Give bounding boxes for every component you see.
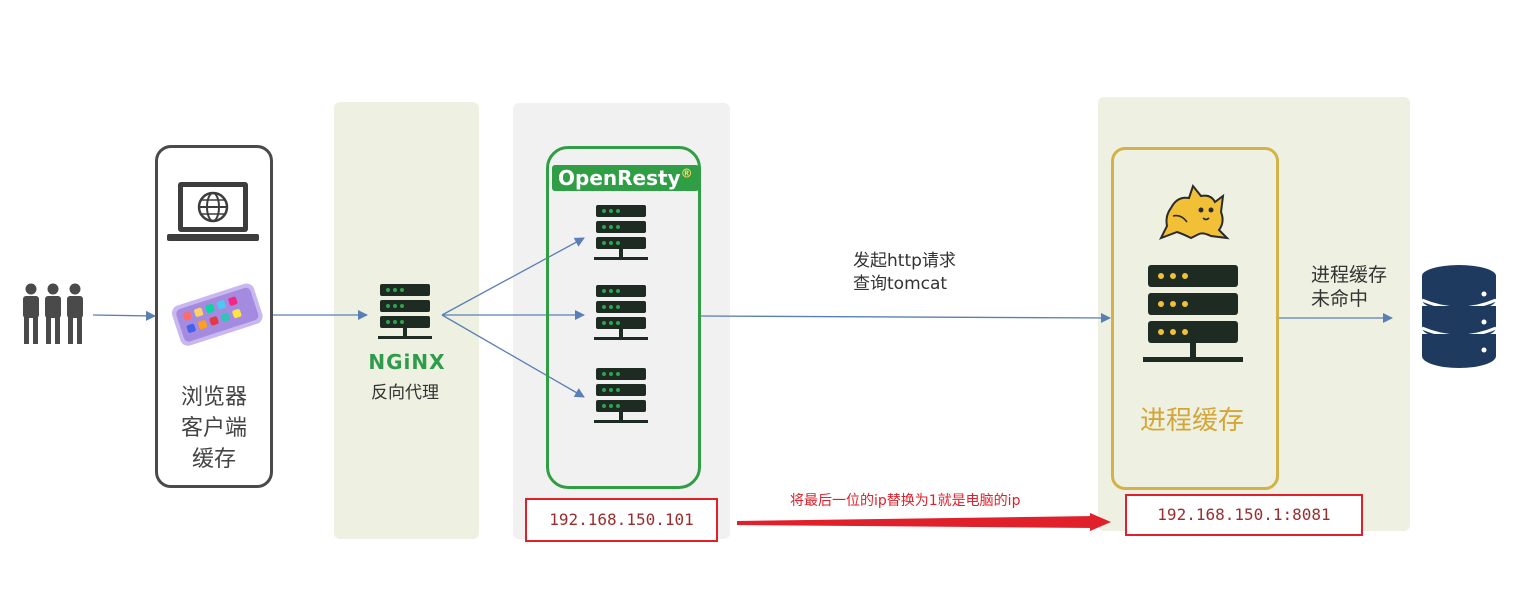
tomcat-ip-box: 192.168.150.1:8081 [1125,494,1363,536]
red-note: 将最后一位的ip替换为1就是电脑的ip [790,493,1021,509]
laptop-globe-icon [167,182,259,241]
client-label-line-1: 浏览器 [180,385,247,410]
tomcat-server-icon [1143,265,1243,362]
database-icon [1421,265,1497,368]
browser-client-box: 浏览器 客户端 缓存 [155,145,273,488]
openresty-trademark: ® [680,166,693,181]
openresty-title: OpenResty® [552,165,699,191]
red-arrow-head [1090,513,1111,531]
phone-apps-icon [171,283,263,346]
client-label-line-2: 客户端 [180,416,247,441]
arrow-users-to-client [92,310,156,321]
tomcat-label: 进程缓存 [1139,406,1244,436]
tomcat-box [1111,147,1279,490]
cache-miss-label: 进程缓存 未命中 [1311,263,1387,311]
client-label-line-3: 缓存 [191,447,236,472]
client-label: 浏览器 客户端 缓存 [158,382,270,475]
arrow-openresty-to-tomcat [698,312,1111,323]
openresty-title-text: OpenResty [558,166,681,190]
openresty-ip-box: 192.168.150.101 [525,498,718,542]
cache-miss-line-1: 进程缓存 [1311,264,1388,286]
openresty-server-icon-3 [594,368,648,423]
openresty-server-icon-1 [594,205,648,260]
openresty-server-icon-2 [594,285,648,340]
users-icon [23,283,83,344]
arrow-nginx-to-server1 [441,237,585,316]
red-arrow [737,516,1095,528]
nginx-label: 反向代理 [371,383,439,403]
nginx-server-icon [378,284,432,339]
nginx-logo-text: NGiNX [368,350,446,374]
cache-miss-line-2: 未命中 [1311,288,1369,310]
http-request-label: 发起http请求 查询tomcat [853,250,956,296]
tomcat-cat-icon [1158,183,1230,240]
http-request-line-2: 查询tomcat [853,274,948,294]
http-request-line-1: 发起http请求 [853,251,956,271]
openresty-box [546,146,701,489]
arrow-nginx-to-server3 [441,314,585,398]
